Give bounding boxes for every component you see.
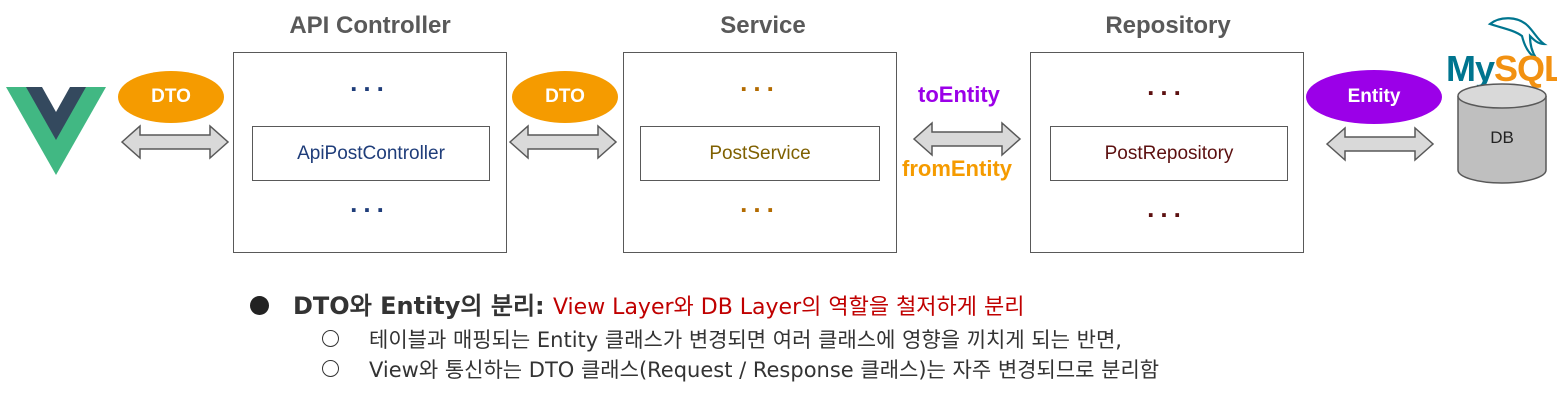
hollow-bullet-icon (322, 330, 339, 347)
repository-component-box: PostRepository (1050, 126, 1288, 181)
repository-title: Repository (1105, 12, 1231, 39)
notes-heading: DTO와 Entity의 분리: View Layer와 DB Layer의 역… (250, 286, 1025, 321)
from-entity-label: fromEntity (902, 156, 1012, 181)
controller-layer-box: ... ApiPostController ... (233, 52, 507, 253)
dolphin-icon (1487, 17, 1548, 60)
service-dots-bottom: ... (740, 188, 780, 218)
dto-badge-view-controller: DTO (118, 71, 224, 123)
repository-dots-bottom: ... (1147, 193, 1187, 223)
notes-item-2-text: View와 통신하는 DTO 클래스(Request / Response 클래… (369, 358, 1160, 382)
to-entity-label: toEntity (918, 82, 1000, 107)
service-title: Service (720, 12, 806, 39)
mysql-sql-text: SQL (1494, 48, 1557, 89)
service-layer-box: ... PostService ... (623, 52, 897, 253)
arrow-view-controller (120, 124, 230, 160)
vue-logo-icon (6, 87, 106, 175)
arrow-repository-db (1325, 126, 1435, 162)
controller-dots-top: ... (350, 67, 390, 97)
notes-item-1-text: 테이블과 매핑되는 Entity 클래스가 변경되면 여러 클래스에 영향을 끼… (369, 328, 1122, 352)
notes-item-2: View와 통신하는 DTO 클래스(Request / Response 클래… (322, 354, 1159, 384)
repository-layer-box: ... PostRepository ... (1030, 52, 1304, 253)
hollow-bullet-icon (322, 360, 339, 377)
service-dots-top: ... (740, 67, 780, 97)
controller-title: API Controller (289, 12, 451, 39)
service-component-label: PostService (709, 142, 811, 164)
database-cylinder-icon (1457, 83, 1547, 184)
notes-item-1: 테이블과 매핑되는 Entity 클래스가 변경되면 여러 클래스에 영향을 끼… (322, 324, 1122, 354)
repository-component-label: PostRepository (1104, 142, 1234, 164)
notes-heading-prefix: DTO와 Entity의 분리: (293, 292, 553, 320)
mysql-logo-icon: MySQL (1446, 14, 1557, 89)
db-label: DB (1490, 128, 1514, 147)
bullet-dot-icon (250, 296, 269, 315)
dto-label: DTO (151, 86, 191, 107)
notes-heading-highlight: View Layer와 DB Layer의 역할을 철저하게 분리 (552, 295, 1025, 320)
arrow-controller-service (508, 124, 618, 160)
mysql-my-text: My (1446, 48, 1495, 89)
service-component-box: PostService (640, 126, 880, 181)
dto-label: DTO (545, 86, 585, 107)
controller-component-label: ApiPostController (297, 142, 445, 164)
arrow-service-repository (912, 121, 1022, 157)
entity-badge-repository-db: Entity (1306, 70, 1442, 124)
controller-component-box: ApiPostController (252, 126, 490, 181)
dto-badge-controller-service: DTO (512, 71, 618, 123)
controller-dots-bottom: ... (350, 188, 390, 218)
repository-dots-top: ... (1147, 71, 1187, 101)
entity-label: Entity (1347, 86, 1401, 107)
